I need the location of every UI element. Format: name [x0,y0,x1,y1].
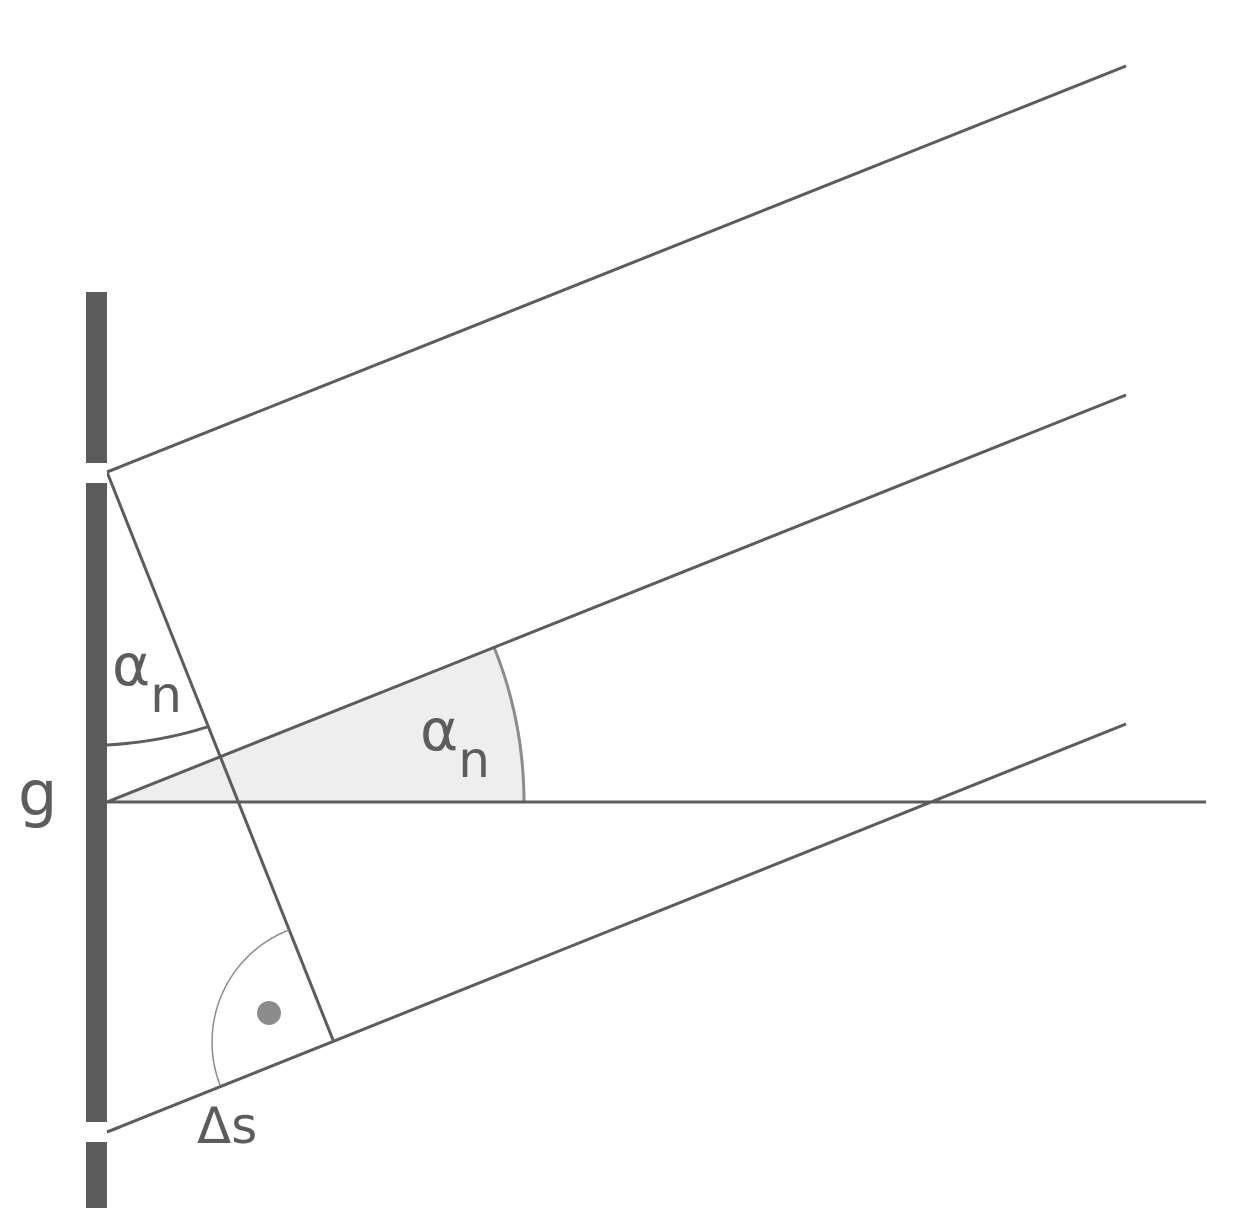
right-angle-arc [211,929,290,1086]
grating-bar-bottom [86,1142,107,1208]
slit-gap-top [86,463,107,483]
ray-top [106,64,1127,474]
ray-middle [106,393,1127,804]
angle-arc-top [106,725,208,747]
perpendicular-line [105,471,335,1041]
grating-bar-top [86,292,107,463]
angle-sector-subscript: n [458,731,490,789]
angle-sector-arc [492,646,526,803]
ray-bottom [106,722,1127,1134]
slit-gap-bottom [86,1122,107,1142]
angle-sector-symbol: α [420,696,458,764]
label-angle-top: αn [112,631,182,724]
label-path-difference: Δs [197,1097,257,1155]
label-grating-constant: g [18,757,57,830]
angle-top-symbol: α [112,631,150,699]
label-angle-sector: αn [420,696,490,789]
ray-top-start [106,465,121,474]
ray-bottom-start [106,1125,121,1134]
angle-top-subscript: n [150,666,182,724]
grating-bar-middle [86,483,107,1122]
angle-sector-fill [107,647,524,802]
right-angle-dot [257,1001,281,1025]
